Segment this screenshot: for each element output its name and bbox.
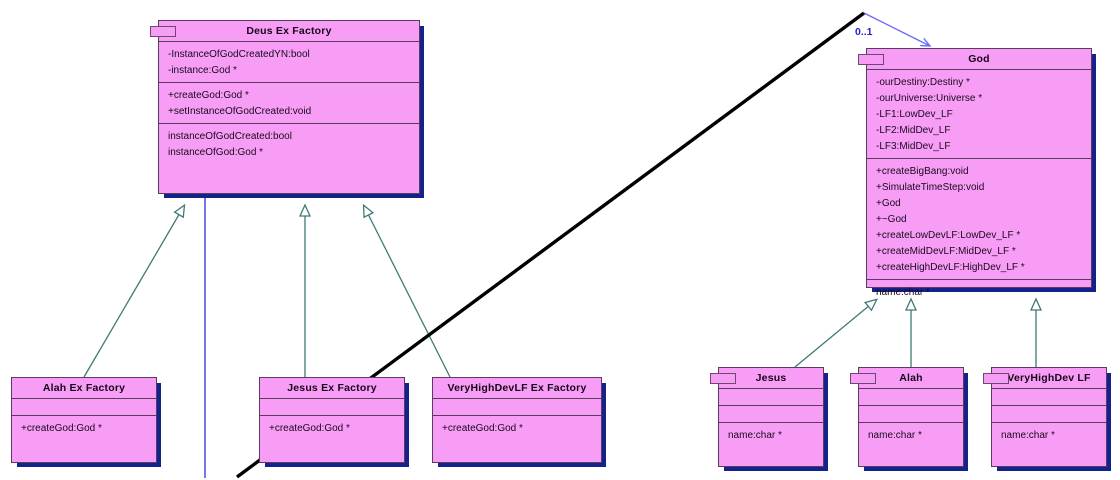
operations-compartment: +createGod:God * +setInstanceOfGodCreate… bbox=[159, 82, 419, 123]
operations-compartment bbox=[719, 405, 823, 422]
operation-row: +setInstanceOfGodCreated:void bbox=[168, 105, 312, 117]
attributes-compartment bbox=[992, 388, 1106, 405]
attribute-row: -InstanceOfGodCreatedYN:bool bbox=[168, 48, 310, 60]
class-tab-icon bbox=[858, 54, 884, 65]
operation-row: +createGod:God * bbox=[168, 89, 249, 101]
attributes-compartment bbox=[433, 398, 601, 415]
class-box-jesus[interactable]: Jesus name:char * bbox=[710, 367, 824, 467]
extras-compartment: name:char * bbox=[992, 422, 1106, 447]
attributes-compartment bbox=[719, 388, 823, 405]
class-title: Deus Ex Factory bbox=[246, 25, 332, 37]
operations-compartment: +createBigBang:void +SimulateTimeStep:vo… bbox=[867, 158, 1091, 279]
operation-row: +~God bbox=[876, 213, 907, 225]
attributes-compartment: -InstanceOfGodCreatedYN:bool -instance:G… bbox=[159, 41, 419, 82]
extra-row: name:char * bbox=[868, 429, 922, 441]
operation-row: +createGod:God * bbox=[269, 422, 350, 434]
class-tab-icon bbox=[710, 373, 736, 384]
class-box-deus-ex-factory[interactable]: Deus Ex Factory -InstanceOfGodCreatedYN:… bbox=[150, 20, 420, 194]
class-tab-icon bbox=[850, 373, 876, 384]
operations-compartment: +createGod:God * bbox=[12, 415, 156, 440]
operations-compartment bbox=[992, 405, 1106, 422]
class-box-veryhighdev-lf[interactable]: VeryHighDev LF name:char * bbox=[983, 367, 1107, 467]
class-title: God bbox=[968, 53, 990, 65]
attributes-compartment bbox=[12, 398, 156, 415]
class-box-jesus-ex-factory[interactable]: Jesus Ex Factory +createGod:God * bbox=[259, 377, 405, 463]
attribute-row: -ourUniverse:Universe * bbox=[876, 92, 983, 104]
operation-row: +createLowDevLF:LowDev_LF * bbox=[876, 229, 1021, 241]
attributes-compartment bbox=[859, 388, 963, 405]
extras-compartment: name:char * bbox=[859, 422, 963, 447]
extra-row: name:char * bbox=[876, 286, 930, 298]
operations-compartment: +createGod:God * bbox=[433, 415, 601, 440]
operation-row: +God bbox=[876, 197, 901, 209]
multiplicity-label-0-1: 0..1 bbox=[855, 26, 873, 38]
class-box-veryhighdevlf-ex-factory[interactable]: VeryHighDevLF Ex Factory +createGod:God … bbox=[432, 377, 602, 463]
generalization-jesus-to-god bbox=[794, 298, 878, 368]
extras-compartment: name:char * bbox=[867, 279, 1091, 304]
attributes-compartment bbox=[260, 398, 404, 415]
class-title: Jesus Ex Factory bbox=[287, 382, 377, 394]
extras-compartment: name:char * bbox=[719, 422, 823, 447]
operation-row: +createHighDevLF:HighDev_LF * bbox=[876, 261, 1025, 273]
attribute-row: -LF3:MidDev_LF bbox=[876, 140, 951, 152]
attribute-row: -ourDestiny:Destiny * bbox=[876, 76, 970, 88]
class-box-god[interactable]: God -ourDestiny:Destiny * -ourUniverse:U… bbox=[858, 48, 1092, 298]
class-title: VeryHighDevLF Ex Factory bbox=[447, 382, 587, 394]
attributes-compartment: -ourDestiny:Destiny * -ourUniverse:Unive… bbox=[867, 69, 1091, 158]
class-tab-icon bbox=[150, 26, 176, 37]
class-title: VeryHighDev LF bbox=[1007, 372, 1091, 384]
attribute-row: -LF1:LowDev_LF bbox=[876, 108, 953, 120]
operation-row: +createGod:God * bbox=[21, 422, 102, 434]
class-box-alah[interactable]: Alah name:char * bbox=[850, 367, 964, 467]
extra-row: name:char * bbox=[728, 429, 782, 441]
operations-compartment bbox=[859, 405, 963, 422]
class-tab-icon bbox=[983, 373, 1009, 384]
operation-row: +createGod:God * bbox=[442, 422, 523, 434]
class-title: Alah bbox=[899, 372, 923, 384]
attribute-row: -instance:God * bbox=[168, 64, 237, 76]
class-box-alah-ex-factory[interactable]: Alah Ex Factory +createGod:God * bbox=[11, 377, 157, 463]
generalization-veryhighdevlf-ex-factory-to-deus-ex-factory bbox=[362, 203, 451, 378]
operation-row: +createBigBang:void bbox=[876, 165, 969, 177]
extra-row: instanceOfGod:God * bbox=[168, 146, 264, 158]
generalization-alah-ex-factory-to-deus-ex-factory bbox=[83, 203, 186, 378]
extra-row: instanceOfGodCreated:bool bbox=[168, 130, 292, 142]
operation-row: +createMidDevLF:MidDev_LF * bbox=[876, 245, 1016, 257]
operation-row: +SimulateTimeStep:void bbox=[876, 181, 985, 193]
operations-compartment: +createGod:God * bbox=[260, 415, 404, 440]
extra-row: name:char * bbox=[1001, 429, 1055, 441]
extras-compartment: instanceOfGodCreated:bool instanceOfGod:… bbox=[159, 123, 419, 164]
attribute-row: -LF2:MidDev_LF bbox=[876, 124, 951, 136]
class-title: Alah Ex Factory bbox=[42, 382, 126, 394]
